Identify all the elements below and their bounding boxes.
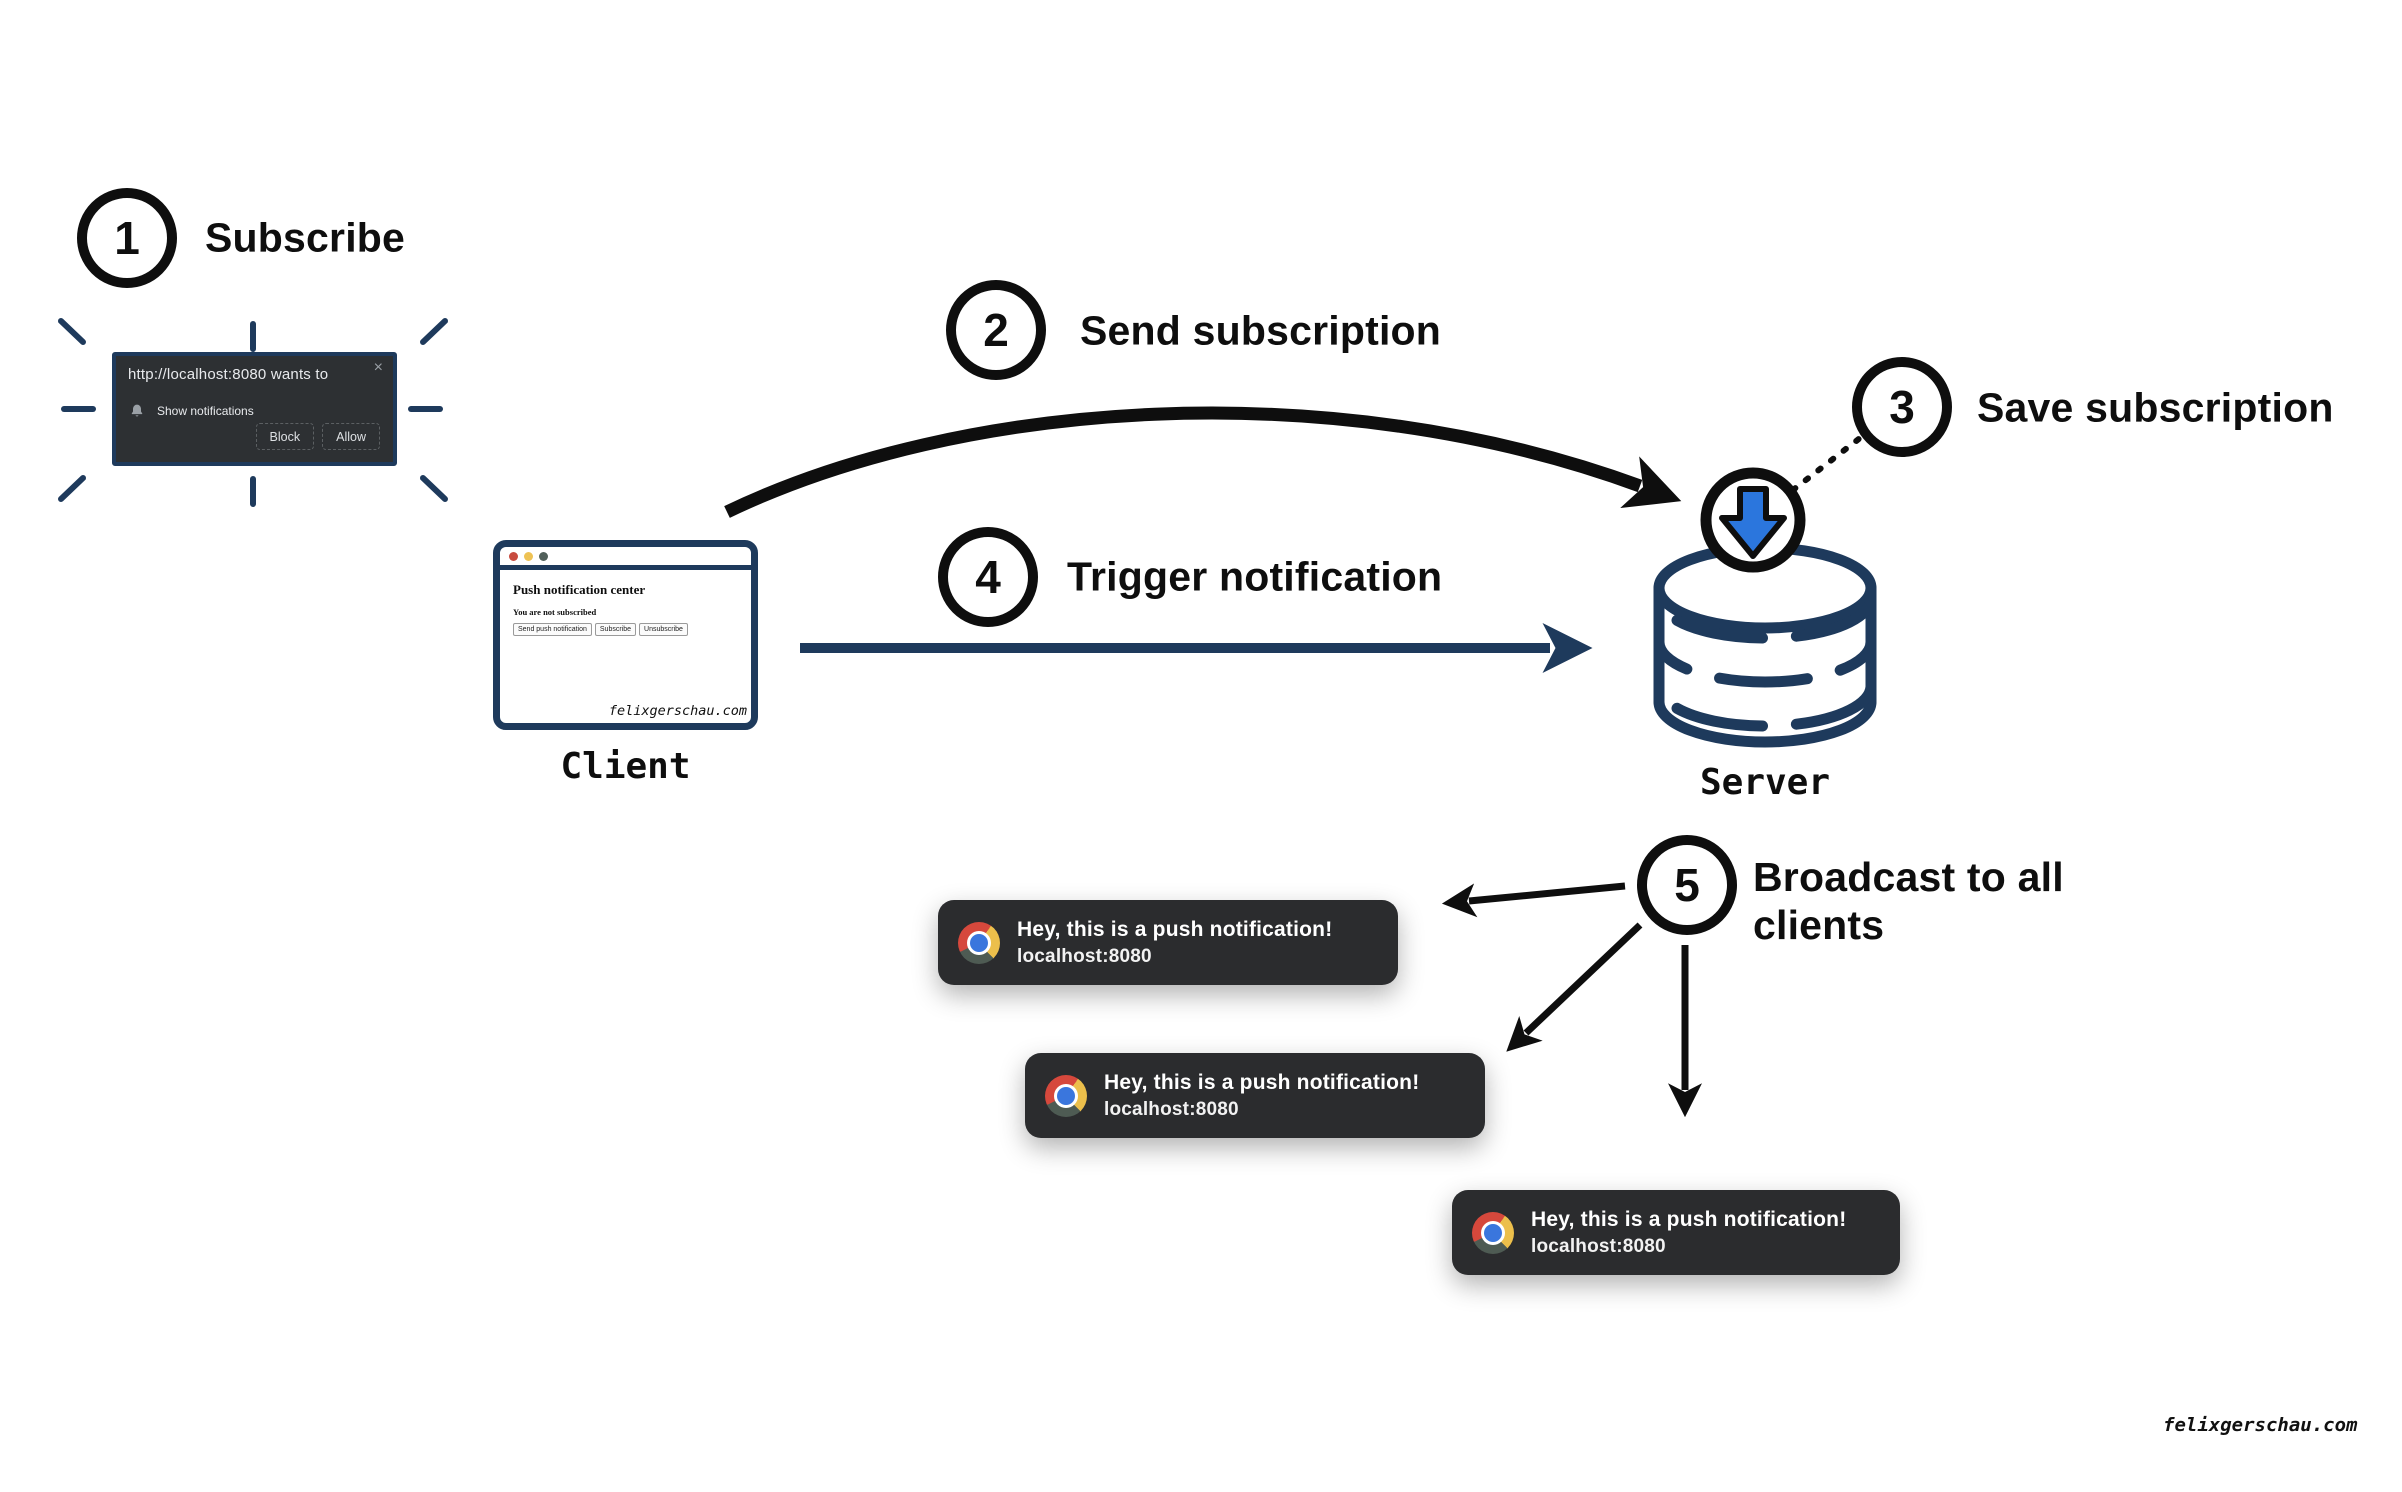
site-credit: felixgerschau.com [2163,1414,2358,1436]
step-2-badge: 2 [946,280,1046,380]
step-3-number: 3 [1889,381,1915,433]
step-2-number: 2 [983,304,1009,356]
step-5-label: Broadcast to all clients [1753,853,2064,949]
broadcast-arrows [1441,882,1702,1118]
permission-dialog-buttons: Block Allow [255,423,380,450]
database-cylinder-icon [1653,542,1877,748]
client-browser-window: Push notification center You are not sub… [493,540,758,730]
burst-rays [58,318,448,507]
subscription-status-text: You are not subscribed [513,607,597,617]
client-buttons-row: Send push notification Subscribe Unsubsc… [513,623,739,636]
step-2-label: Send subscription [1080,307,1442,354]
toast-text: Hey, this is a push notification! localh… [1104,1071,1419,1121]
toast-message: Hey, this is a push notification! [1104,1070,1420,1094]
send-subscription-arrow [724,406,1682,518]
subscribe-button[interactable]: Subscribe [594,623,637,636]
window-zoom-dot-icon[interactable] [539,551,548,561]
close-icon[interactable]: × [373,359,383,376]
toast-message: Hey, this is a push notification! [1017,917,1333,941]
allow-button[interactable]: Allow [322,423,380,450]
browser-content: Push notification center You are not sub… [500,570,751,726]
step-5-badge: 5 [1637,835,1737,935]
window-close-dot-icon[interactable] [509,551,518,561]
toast-text: Hey, this is a push notification! localh… [1017,918,1332,968]
push-notification-toast-3: Hey, this is a push notification! localh… [1452,1190,1900,1275]
push-notification-toast-1: Hey, this is a push notification! localh… [938,900,1398,985]
window-minimize-dot-icon[interactable] [524,551,533,561]
page-heading: Push notification center [513,582,646,597]
toast-text: Hey, this is a push notification! localh… [1531,1208,1846,1258]
burst-ray [58,318,86,345]
step-3-label: Save subscription [1977,384,2334,431]
block-button[interactable]: Block [255,423,315,450]
client-watermark: felixgerschau.com [608,703,747,719]
permission-request-row: Show notifications [129,402,254,420]
step-5-label-line1: Broadcast to all [1753,854,2064,900]
step-5-label-line2: clients [1753,902,1885,948]
toast-source: localhost:8080 [1531,1235,1666,1257]
burst-ray [420,318,448,345]
send-push-notification-button[interactable]: Send push notification [513,623,592,636]
step-3-badge: 3 [1852,357,1952,457]
download-badge [1700,467,1806,573]
client-caption: Client [560,746,691,787]
chrome-logo-icon [1472,1211,1514,1254]
server-caption: Server [1699,762,1831,803]
broadcast-arrow-2 [1506,922,1643,1052]
step-1-badge: 1 [77,188,177,288]
notification-permission-dialog: http://localhost:8080 wants to × Show no… [112,352,397,466]
permission-dialog-title: http://localhost:8080 wants to [128,366,329,383]
browser-titlebar [500,547,751,570]
broadcast-arrow-1 [1441,882,1626,918]
step-4-number: 4 [975,551,1001,603]
permission-request-text: Show notifications [157,404,254,418]
download-arrow-icon [1719,486,1787,559]
step-5-number: 5 [1674,859,1700,911]
save-subscription-dotted-connector [1790,435,1863,493]
toast-source: localhost:8080 [1104,1098,1239,1120]
bell-icon [131,404,143,417]
chrome-logo-icon [1045,1074,1087,1117]
burst-ray [420,475,448,502]
push-notification-toast-2: Hey, this is a push notification! localh… [1025,1053,1485,1138]
chrome-logo-icon [958,921,1000,964]
burst-ray [58,475,86,502]
step-1-label: Subscribe [205,214,406,261]
toast-message: Hey, this is a push notification! [1531,1207,1847,1231]
step-4-label: Trigger notification [1067,553,1443,600]
unsubscribe-button[interactable]: Unsubscribe [639,623,688,636]
step-4-badge: 4 [938,527,1038,627]
step-1-number: 1 [114,212,140,264]
toast-source: localhost:8080 [1017,945,1152,967]
